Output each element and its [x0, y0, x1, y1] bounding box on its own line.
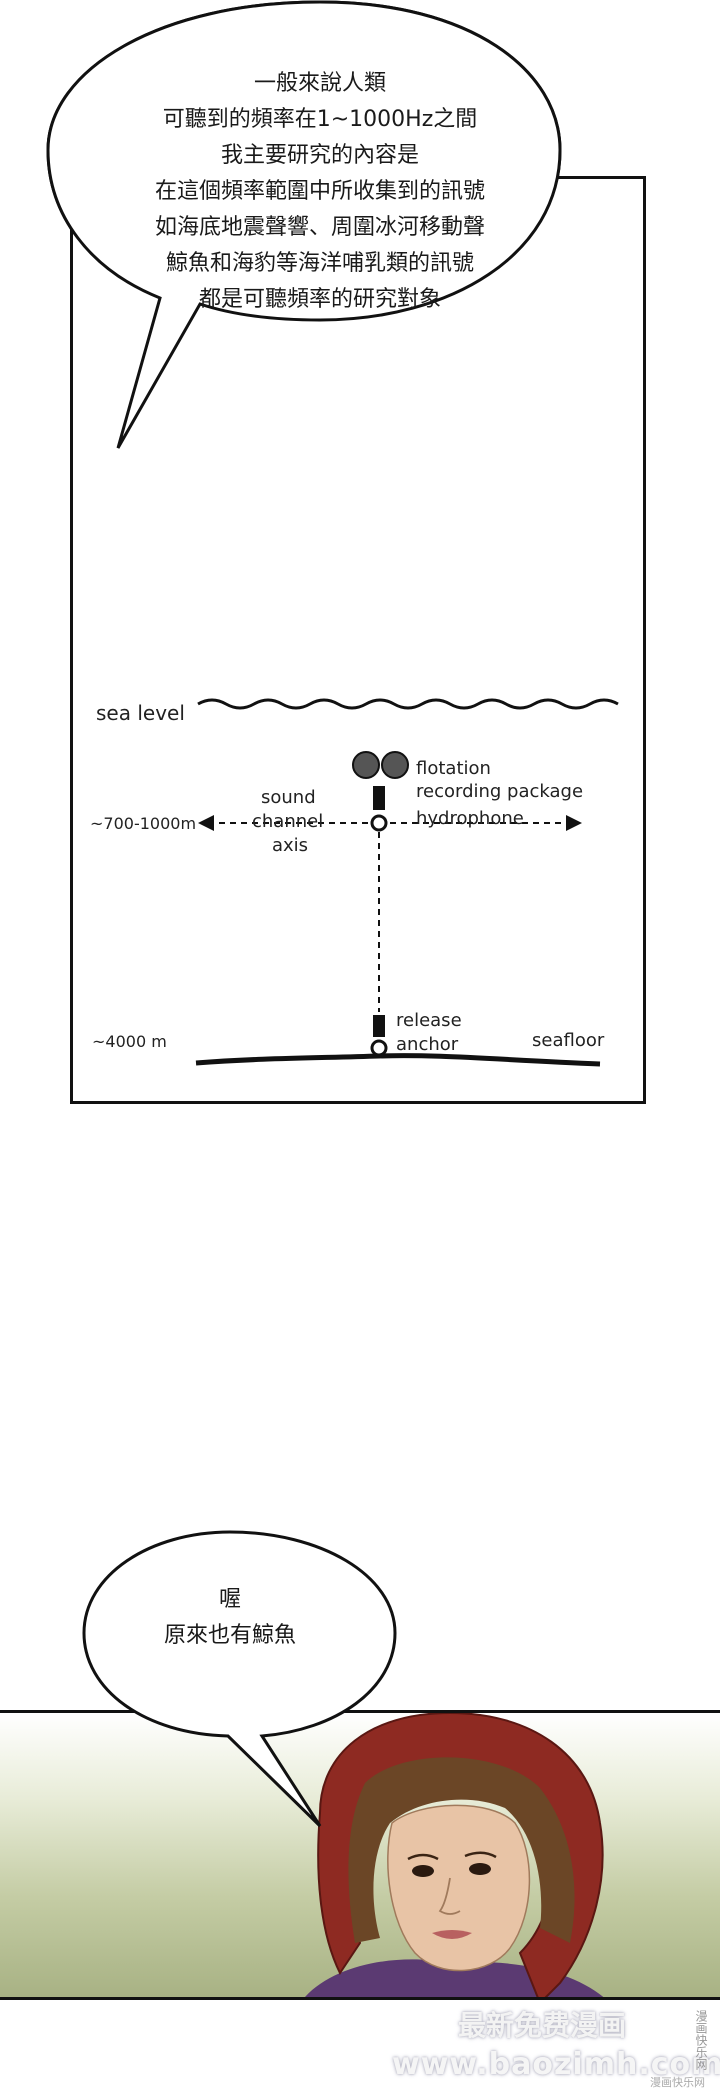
- label-hydrophone: hydrophone: [416, 808, 524, 829]
- label-axis: axis: [272, 835, 309, 856]
- label-release: release: [396, 1010, 462, 1031]
- watermark: 最新免费漫画 www.baozimh.com: [392, 2006, 720, 2090]
- label-recording-package: recording package: [416, 781, 584, 802]
- watermark-corner: 漫画快乐网: [650, 2076, 705, 2089]
- flotation-ball-left: [352, 751, 380, 779]
- hydrophone: [370, 814, 388, 832]
- portrait-panel: [0, 1710, 720, 2000]
- label-sea-level: sea level: [96, 701, 185, 725]
- label-seafloor: seafloor: [532, 1030, 605, 1051]
- label-flotation: flotation: [416, 758, 491, 779]
- bubble-line: 喔: [218, 1587, 241, 1612]
- character-illustration: [305, 1713, 604, 1997]
- flotation-ball-right: [381, 751, 409, 779]
- label-depth-floor: ~4000 m: [92, 1032, 167, 1051]
- label-anchor: anchor: [396, 1034, 459, 1055]
- sea-level-wave: [197, 698, 619, 710]
- release-unit: [373, 1015, 385, 1037]
- speech-bubble-bottom-text: 喔 原來也有鯨魚: [110, 1582, 350, 1654]
- bubble-line: 原來也有鯨魚: [163, 1623, 296, 1648]
- label-depth-channel: ~700-1000m: [90, 814, 197, 833]
- speech-bubble-top-overlay: [46, 0, 562, 449]
- bubble-line: 可聽到的頻率在1~1000Hz之間: [162, 107, 478, 132]
- bubble-line: 我主要研究的內容是: [220, 143, 419, 168]
- watermark-vertical: 漫画快乐网: [694, 2010, 708, 2070]
- bubble-line: 一般來說人類: [253, 71, 386, 96]
- bubble-line: 在這個頻率範圍中所收集到的訊號: [154, 179, 485, 204]
- speech-bubble-top-text: 一般來說人類 可聽到的頻率在1~1000Hz之間 我主要研究的內容是 在這個頻率…: [120, 66, 520, 318]
- label-channel: channel: [252, 811, 324, 832]
- bubble-line: 都是可聽頻率的研究對象: [198, 287, 441, 312]
- bubble-line: 鯨魚和海豹等海洋哺乳類的訊號: [165, 251, 474, 276]
- bubble-line: 如海底地震聲響、周圍冰河移動聲: [154, 215, 485, 240]
- seafloor-line: [195, 1053, 601, 1067]
- mooring-diagram: [195, 698, 619, 1067]
- label-sound: sound: [261, 787, 316, 808]
- speech-bubble-bottom: [82, 1530, 397, 1828]
- watermark-line1: 最新免费漫画: [457, 2009, 626, 2042]
- recording-package: [373, 786, 385, 810]
- anchor: [370, 1039, 388, 1057]
- watermark-line2: www.baozimh.com: [392, 2047, 720, 2082]
